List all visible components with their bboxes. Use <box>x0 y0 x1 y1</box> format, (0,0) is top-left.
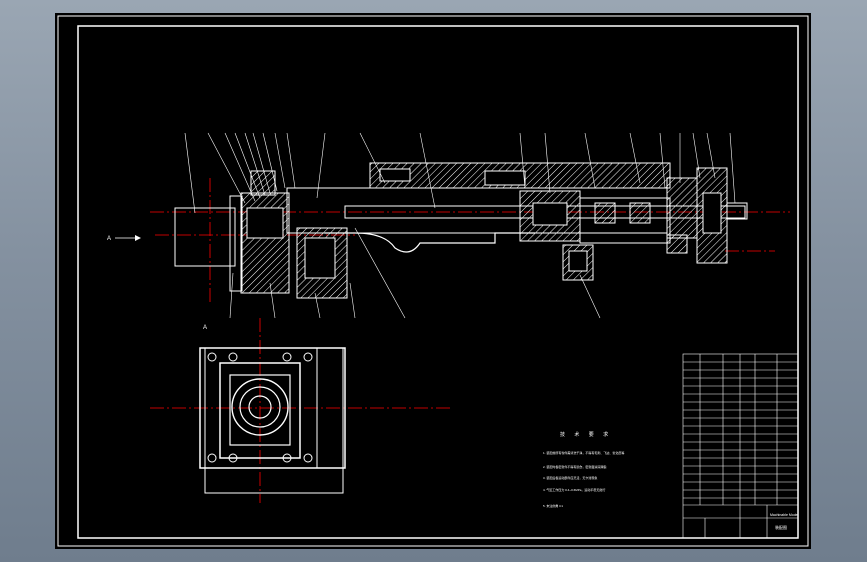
tech-req-line: 4. 气缸工作压力 0.4~0.6MPa，运动平稳无爬行 <box>543 487 605 492</box>
technical-requirements: 技 术 要 求 1. 装配前所有零件需清洗干净，不得有毛刺、飞边、氧化皮等 2.… <box>543 431 624 508</box>
title-block <box>682 353 799 539</box>
inner-border <box>77 25 799 539</box>
section-label: A <box>107 236 111 242</box>
outer-border <box>57 15 809 547</box>
view-a: A <box>150 318 450 503</box>
title-block-drawing-name: 装配图 <box>775 524 787 530</box>
leader-lines-top <box>184 132 736 214</box>
title-block-school: Machinable Model <box>770 513 799 517</box>
leader-lines-bottom <box>229 227 601 319</box>
tech-req-line: 2. 装配时各密封件不得有损伤，密封面涂润滑脂 <box>543 464 606 469</box>
bore-inner <box>248 395 272 419</box>
bolt-holes <box>207 352 313 463</box>
view-label: A <box>203 325 207 331</box>
assembly-drawing: A A <box>57 15 809 547</box>
motor-body <box>174 207 236 267</box>
tech-req-line: 3. 装配后各运动部件应灵活，无卡滞现象 <box>543 475 597 480</box>
drawing-sheet: A A <box>55 13 811 549</box>
tech-req-line: 1. 装配前所有零件需清洗干净，不得有毛刺、飞边、氧化皮等 <box>543 450 624 455</box>
lower-guide <box>325 232 535 253</box>
tech-req-title: 技 术 要 求 <box>560 431 612 438</box>
section-marker-a: A <box>107 235 141 242</box>
parts-list-rows <box>683 361 798 506</box>
tech-req-line: 5. 未注倒角 C1 <box>543 503 563 508</box>
bore-outer <box>231 378 289 436</box>
main-section-view: A <box>107 132 790 319</box>
